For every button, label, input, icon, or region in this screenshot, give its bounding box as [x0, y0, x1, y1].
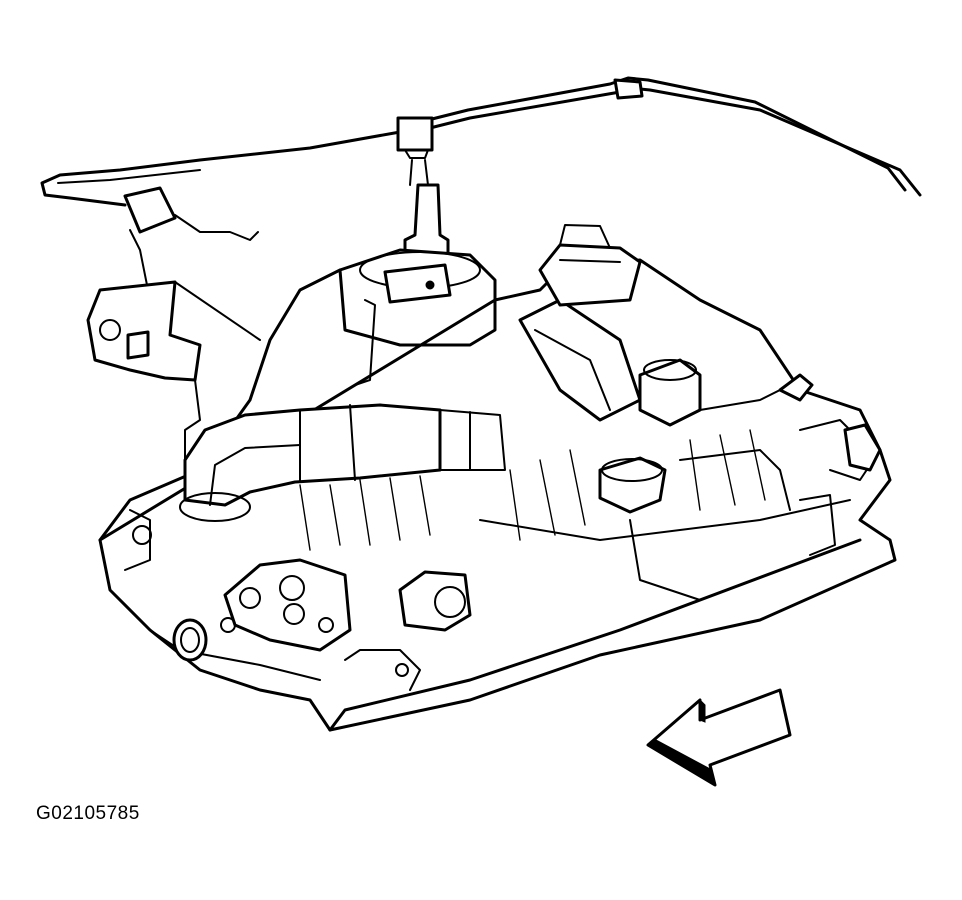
intake-manifold	[98, 224, 897, 732]
mounting-bracket	[86, 280, 261, 466]
electrical-connector	[538, 243, 642, 307]
vacuum-tee-fitting	[396, 116, 434, 152]
egr-valve	[338, 159, 497, 386]
vacuum-sensor	[123, 186, 177, 234]
vacuum-line	[40, 76, 922, 351]
front-arrow-icon	[646, 688, 792, 787]
figure-code: G02105785	[36, 803, 140, 824]
